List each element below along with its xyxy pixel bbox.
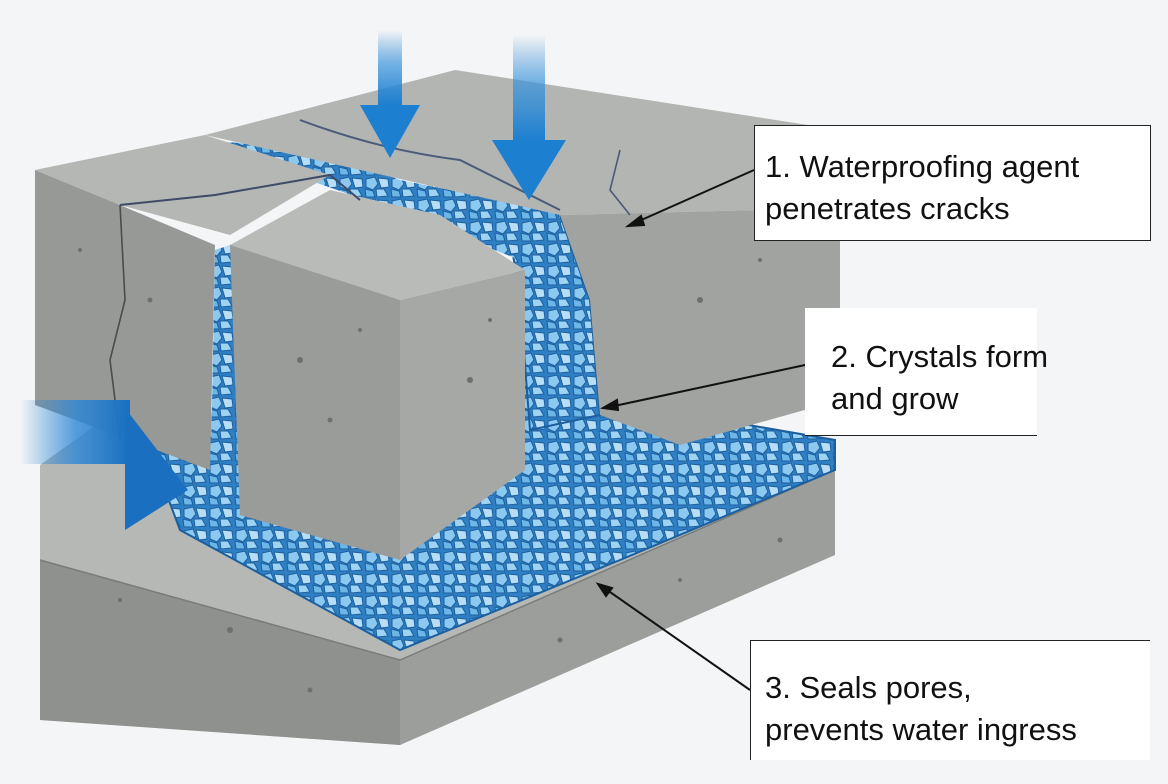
front-block [119, 173, 525, 560]
step-2-line-1: 2. Crystals form [831, 339, 1049, 374]
step-3-line-2: prevents water ingress [765, 712, 1077, 747]
step-1-label: 1. Waterproofing agent penetrates cracks [754, 125, 1151, 241]
step-1-line-1: 1. Waterproofing agent [765, 149, 1080, 184]
upper-left-block [35, 135, 330, 470]
down-arrow-icon [360, 30, 420, 158]
down-arrow-icon [492, 35, 566, 200]
step-3-label: 3. Seals pores, prevents water ingress [750, 640, 1150, 760]
step-2-line-2: and grow [831, 381, 959, 416]
step-1-line-2: penetrates cracks [765, 191, 1010, 226]
step-3-line-1: 3. Seals pores, [765, 670, 972, 705]
concrete-pores [78, 248, 783, 693]
leader-lines [595, 169, 806, 691]
step-2-label: 2. Crystals form and grow [805, 308, 1049, 436]
right-arrow-icon [20, 400, 188, 530]
